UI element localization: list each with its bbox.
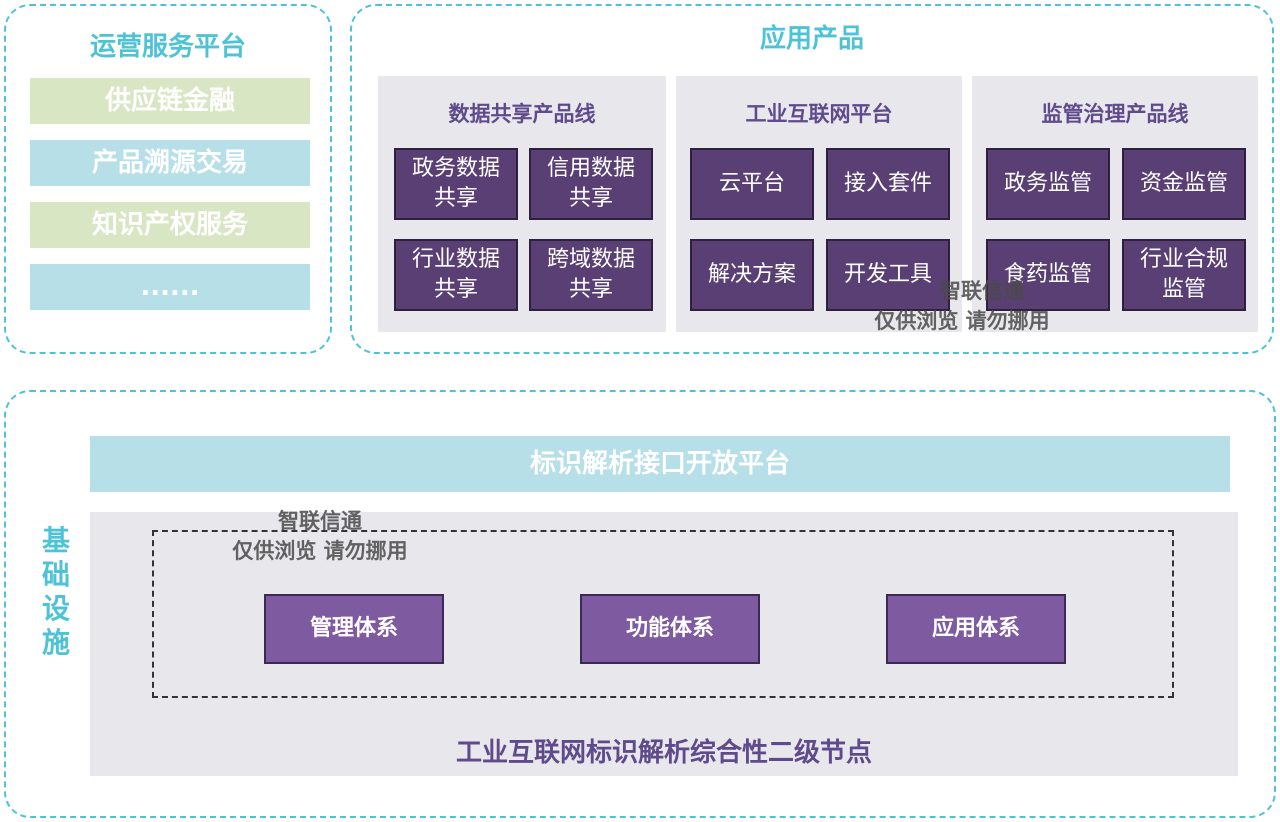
app-products-panel: 应用产品 数据共享产品线 政务数据 共享 信用数据 共享 行业数据 共享 跨域数… — [350, 4, 1274, 354]
infrastructure-panel: 基础设施 标识解析接口开放平台 管理体系 功能体系 应用体系 工业互联网标识解析… — [4, 390, 1276, 818]
api-open-platform-bar: 标识解析接口开放平台 — [90, 436, 1230, 492]
ops-item-more: ...... — [30, 264, 310, 310]
product-box: 接入套件 — [826, 148, 950, 220]
product-box: 行业合规 监管 — [1122, 239, 1246, 311]
systems-group: 管理体系 功能体系 应用体系 — [152, 530, 1174, 698]
product-box: 政务数据 共享 — [394, 148, 518, 220]
product-box: 跨域数据 共享 — [529, 239, 653, 311]
infrastructure-side-label: 基础设施 — [41, 524, 70, 659]
secondary-node-title: 工业互联网标识解析综合性二级节点 — [455, 738, 872, 768]
product-line-title: 监管治理产品线 — [1041, 102, 1189, 126]
watermark-line1: 智联信通 — [940, 279, 1024, 303]
product-line-data-sharing: 数据共享产品线 政务数据 共享 信用数据 共享 行业数据 共享 跨域数据 共享 — [378, 76, 666, 332]
app-products-title: 应用产品 — [759, 24, 864, 54]
product-box: 云平台 — [690, 148, 814, 220]
product-line-regulation: 监管治理产品线 政务监管 资金监管 食药监管 行业合规 监管 — [972, 76, 1258, 332]
product-box: 开发工具 — [826, 239, 950, 311]
ops-platform-panel: 运营服务平台 供应链金融 产品溯源交易 知识产权服务 ...... — [4, 4, 332, 354]
product-line-title: 数据共享产品线 — [448, 102, 596, 126]
function-system-box: 功能体系 — [580, 594, 760, 664]
watermark-line1: 智联信通 — [278, 509, 362, 533]
ops-item-ip-service: 知识产权服务 — [30, 202, 310, 248]
product-box: 解决方案 — [690, 239, 814, 311]
application-system-box: 应用体系 — [886, 594, 1066, 664]
watermark-line2: 仅供浏览 请勿挪用 — [874, 309, 1050, 333]
watermark-line2: 仅供浏览 请勿挪用 — [232, 539, 408, 563]
ops-platform-title: 运营服务平台 — [89, 32, 246, 62]
product-box: 行业数据 共享 — [394, 239, 518, 311]
management-system-box: 管理体系 — [264, 594, 444, 664]
secondary-node-area: 管理体系 功能体系 应用体系 工业互联网标识解析综合性二级节点 — [90, 512, 1238, 776]
product-box: 资金监管 — [1122, 148, 1246, 220]
product-line-industrial-internet: 工业互联网平台 云平台 接入套件 解决方案 开发工具 — [676, 76, 962, 332]
product-box: 食药监管 — [986, 239, 1110, 311]
product-box: 政务监管 — [986, 148, 1110, 220]
product-line-title: 工业互联网平台 — [745, 102, 893, 126]
product-box: 信用数据 共享 — [529, 148, 653, 220]
ops-item-supply-chain-finance: 供应链金融 — [30, 78, 310, 124]
watermark: 智联信通 仅供浏览 请勿挪用 — [848, 276, 1076, 336]
ops-item-product-trace-trading: 产品溯源交易 — [30, 140, 310, 186]
watermark: 智联信通 仅供浏览 请勿挪用 — [202, 506, 438, 566]
